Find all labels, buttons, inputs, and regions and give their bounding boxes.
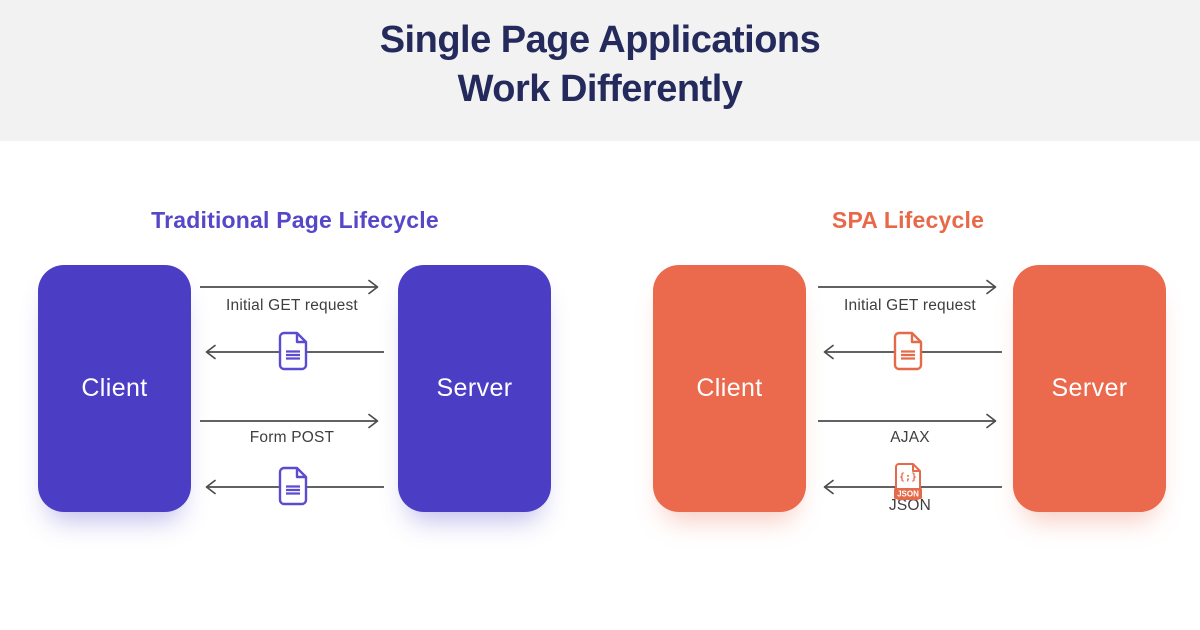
traditional-server-label: Server xyxy=(436,374,513,402)
document-icon xyxy=(278,331,308,371)
arrow-right-icon xyxy=(818,279,997,295)
spa-client-node: Client xyxy=(653,265,806,512)
json-braces-glyph: {;} xyxy=(899,472,917,483)
spa-flow-label-ajax: AJAX xyxy=(890,429,930,446)
arrow-right-icon xyxy=(200,279,379,295)
spa-server-label: Server xyxy=(1051,374,1128,402)
page-title-line2: Work Differently xyxy=(457,68,743,110)
traditional-server-node: Server xyxy=(398,265,551,512)
traditional-flow-label-get: Initial GET request xyxy=(226,297,358,314)
traditional-client-node: Client xyxy=(38,265,191,512)
traditional-flow-label-post: Form POST xyxy=(249,429,335,446)
document-icon xyxy=(278,466,308,506)
traditional-lifecycle-heading: Traditional Page Lifecycle xyxy=(151,207,439,233)
arrow-right-icon xyxy=(200,413,379,429)
json-banner-text: JSON xyxy=(897,490,919,499)
header-band: Single Page Applications Work Differentl… xyxy=(0,0,1200,141)
page-title: Single Page Applications Work Differentl… xyxy=(0,16,1200,114)
spa-flow-label-get: Initial GET request xyxy=(844,297,976,314)
spa-lifecycle-heading: SPA Lifecycle xyxy=(831,207,985,233)
traditional-client-label: Client xyxy=(81,374,148,402)
page-title-line1: Single Page Applications xyxy=(379,19,821,61)
spa-flow-label-json: JSON xyxy=(888,497,932,514)
spa-server-node: Server xyxy=(1013,265,1166,512)
spa-client-label: Client xyxy=(696,374,763,402)
document-icon xyxy=(893,331,923,371)
json-file-icon: {;} JSON xyxy=(894,463,922,500)
arrow-right-icon xyxy=(818,413,997,429)
